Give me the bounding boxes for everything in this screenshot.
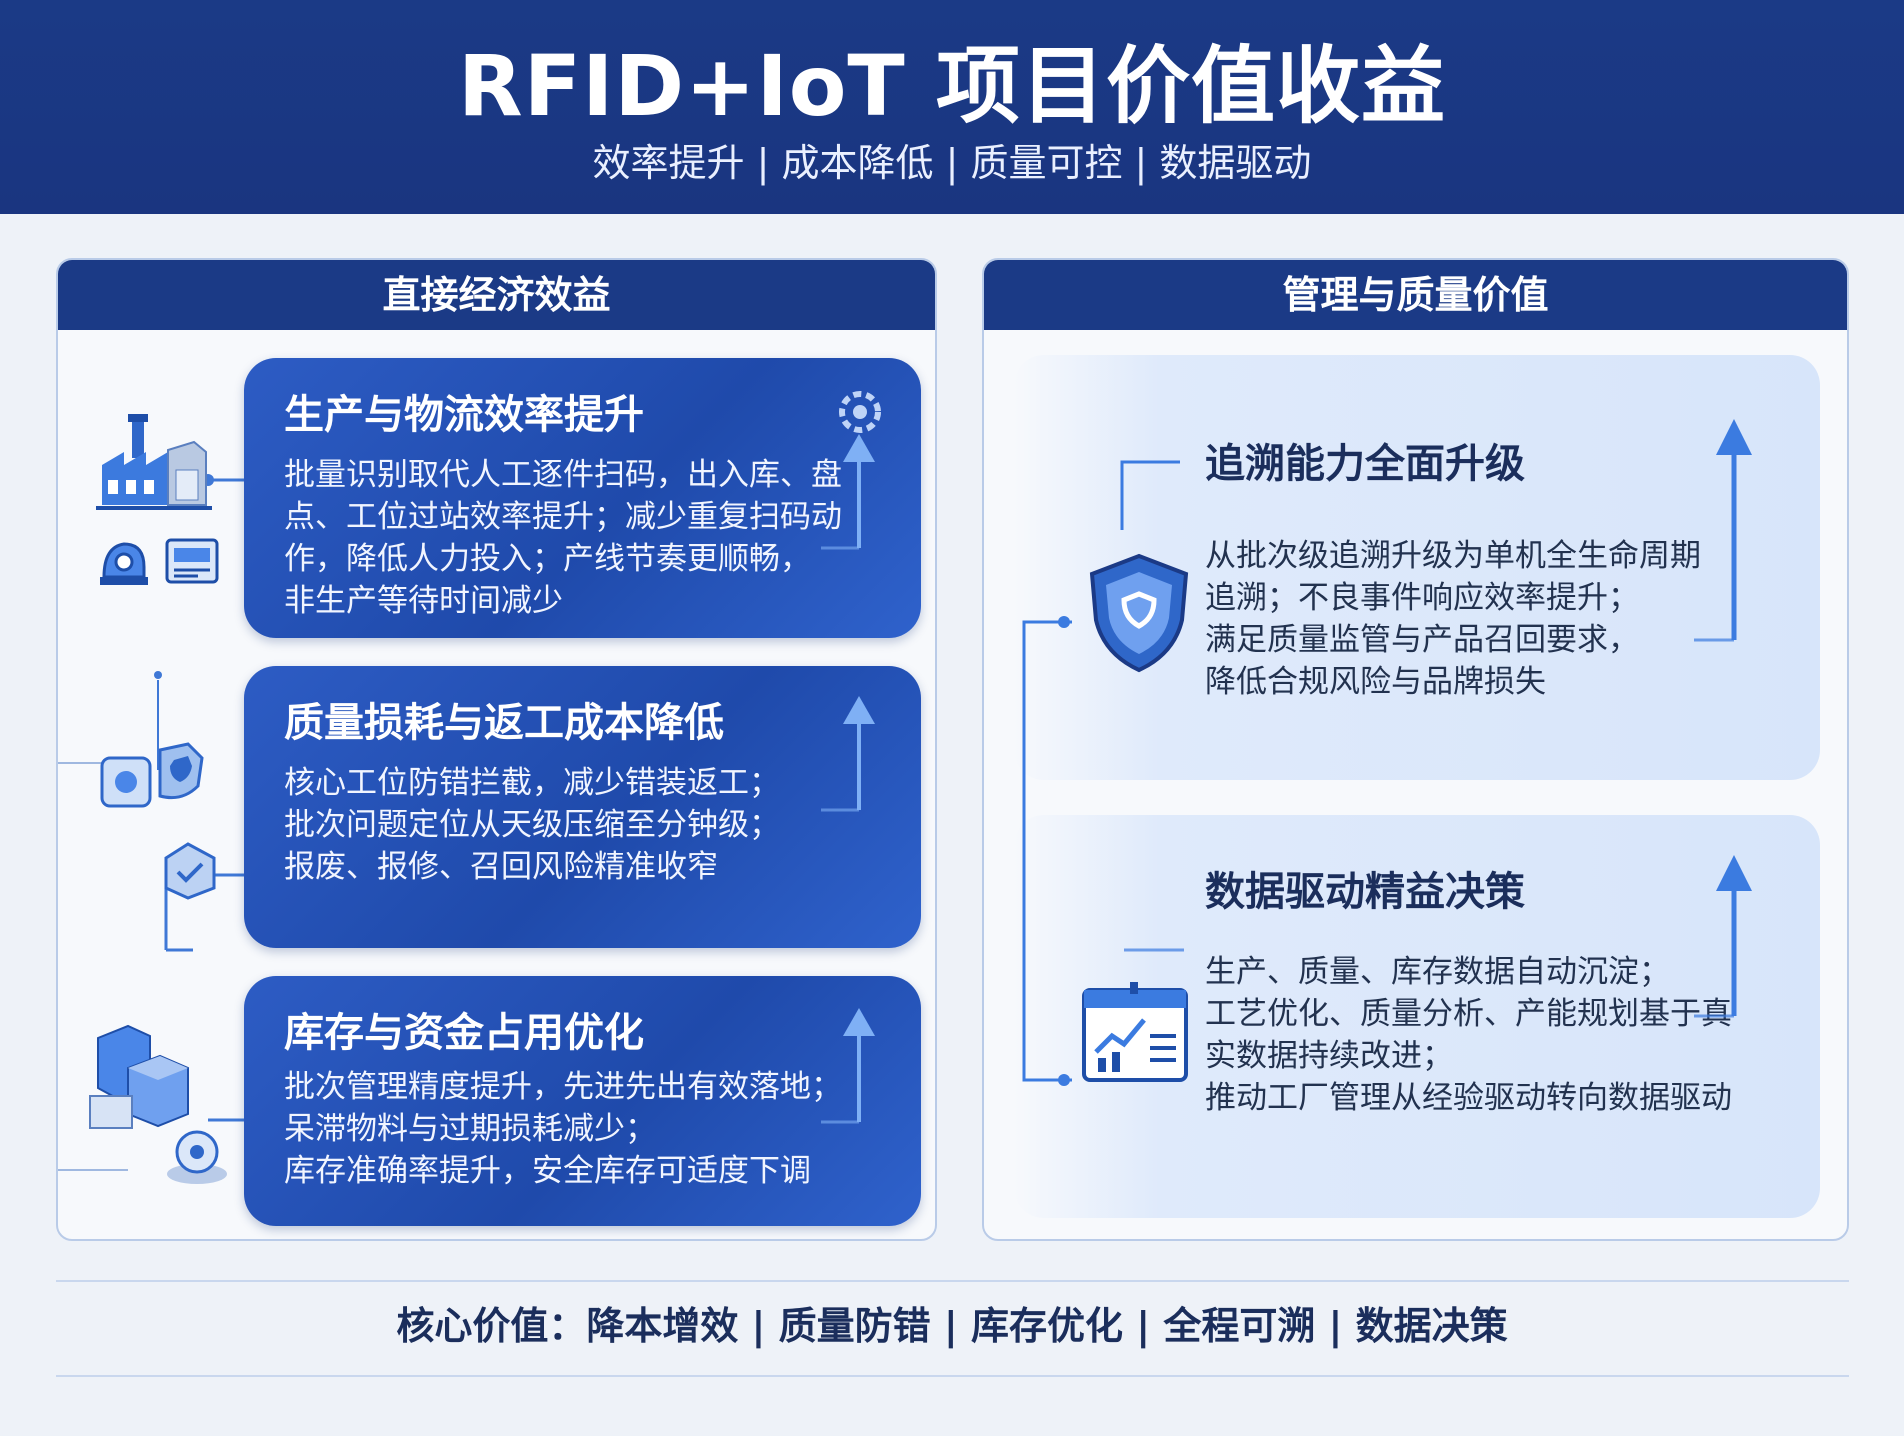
security-shield-icon xyxy=(1089,553,1189,673)
control-panel-icon xyxy=(165,538,219,584)
efficiency-line: 批量识别取代人工逐件扫码，出入库、盘 xyxy=(284,457,842,493)
footer-divider-top xyxy=(56,1280,1849,1282)
analytics-dashboard-icon xyxy=(1082,982,1188,1082)
data-driven-card: 数据驱动精益决策 生产、质量、库存数据自动沉淀； 工艺优化、质量分析、产能规划基… xyxy=(1014,815,1820,1218)
up-arrow-icon xyxy=(821,1008,875,1124)
data-driven-line: 实数据持续改进； xyxy=(1205,1038,1453,1074)
up-arrow-icon xyxy=(821,434,875,550)
page-title: RFID+IoT 项目价值收益 xyxy=(458,37,1446,135)
inventory-card-body: 批次管理精度提升，先进先出有效落地； 呆滞物料与过期损耗减少； 库存准确率提升，… xyxy=(284,1066,884,1192)
quality-cost-line: 报废、报修、召回风险精准收窄 xyxy=(284,849,718,885)
efficiency-card-title: 生产与物流效率提升 xyxy=(284,392,644,438)
management-value-panel: 管理与质量价值 追溯能力全面升级 从批次级追溯升级为单机全生命周期 追溯；不良事… xyxy=(982,258,1849,1241)
inventory-card: 库存与资金占用优化 批次管理精度提升，先进先出有效落地； 呆滞物料与过期损耗减少… xyxy=(244,976,921,1226)
gear-cog-icon xyxy=(167,1130,227,1184)
shield-box-icon xyxy=(100,742,204,808)
economic-benefits-heading: 直接经济效益 xyxy=(58,260,935,330)
efficiency-card-body: 批量识别取代人工逐件扫码，出入库、盘 点、工位过站效率提升；减少重复扫码动 作，… xyxy=(284,454,844,622)
efficiency-line: 非生产等待时间减少 xyxy=(284,583,563,619)
traceability-line: 追溯；不良事件响应效率提升； xyxy=(1205,580,1639,616)
traceability-line: 从批次级追溯升级为单机全生命周期 xyxy=(1205,538,1701,574)
traceability-line: 满足质量监管与产品召回要求， xyxy=(1205,622,1639,658)
efficiency-line: 作，降低人力投入；产线节奏更顺畅， xyxy=(284,541,811,577)
traceability-card-title: 追溯能力全面升级 xyxy=(1205,441,1525,487)
page-header: RFID+IoT 项目价值收益 效率提升 | 成本降低 | 质量可控 | 数据驱… xyxy=(0,0,1904,214)
quality-cost-line: 核心工位防错拦截，减少错装返工； xyxy=(284,765,780,801)
data-driven-card-body: 生产、质量、库存数据自动沉淀； 工艺优化、质量分析、产能规划基于真 实数据持续改… xyxy=(1205,951,1805,1119)
management-value-heading: 管理与质量价值 xyxy=(984,260,1847,330)
quality-cost-line: 批次问题定位从天级压缩至分钟级； xyxy=(284,807,780,843)
traceability-card-body: 从批次级追溯升级为单机全生命周期 追溯；不良事件响应效率提升； 满足质量监管与产… xyxy=(1205,535,1765,703)
up-arrow-icon xyxy=(821,696,875,812)
data-driven-card-title: 数据驱动精益决策 xyxy=(1205,869,1525,915)
right-connector-lines xyxy=(1022,460,1184,1086)
up-arrow-icon xyxy=(1694,419,1752,642)
page-subtitle: 效率提升 | 成本降低 | 质量可控 | 数据驱动 xyxy=(592,141,1312,185)
up-arrow-icon xyxy=(1694,855,1752,1018)
inventory-line: 库存准确率提升，安全库存可适度下调 xyxy=(284,1153,811,1189)
footer-divider-bottom xyxy=(56,1375,1849,1377)
scanner-icon xyxy=(164,842,216,900)
quality-cost-card: 质量损耗与返工成本降低 核心工位防错拦截，减少错装返工； 批次问题定位从天级压缩… xyxy=(244,666,921,948)
inventory-card-title: 库存与资金占用优化 xyxy=(284,1010,644,1056)
gear-icon xyxy=(839,391,881,433)
quality-cost-card-body: 核心工位防错拦截，减少错装返工； 批次问题定位从天级压缩至分钟级； 报废、报修、… xyxy=(284,762,884,888)
factory-icon xyxy=(96,414,212,510)
efficiency-line: 点、工位过站效率提升；减少重复扫码动 xyxy=(284,499,842,535)
traceability-line: 降低合规风险与品牌损失 xyxy=(1205,664,1546,700)
data-driven-line: 工艺优化、质量分析、产能规划基于真 xyxy=(1205,996,1732,1032)
core-value-summary: 核心价值：降本增效 | 质量防错 | 库存优化 | 全程可溯 | 数据决策 xyxy=(396,1304,1508,1348)
data-driven-line: 生产、质量、库存数据自动沉淀； xyxy=(1205,954,1670,990)
data-driven-line: 推动工厂管理从经验驱动转向数据驱动 xyxy=(1205,1080,1732,1116)
quality-cost-card-title: 质量损耗与返工成本降低 xyxy=(284,700,724,746)
inventory-line: 批次管理精度提升，先进先出有效落地； xyxy=(284,1069,842,1105)
efficiency-card: 生产与物流效率提升 批量识别取代人工逐件扫码，出入库、盘 点、工位过站效率提升；… xyxy=(244,358,921,638)
economic-benefits-panel: 直接经济效益 xyxy=(56,258,937,1241)
robot-arm-icon xyxy=(100,542,148,585)
inventory-line: 呆滞物料与过期损耗减少； xyxy=(284,1111,656,1147)
boxes-icon xyxy=(89,1024,189,1129)
